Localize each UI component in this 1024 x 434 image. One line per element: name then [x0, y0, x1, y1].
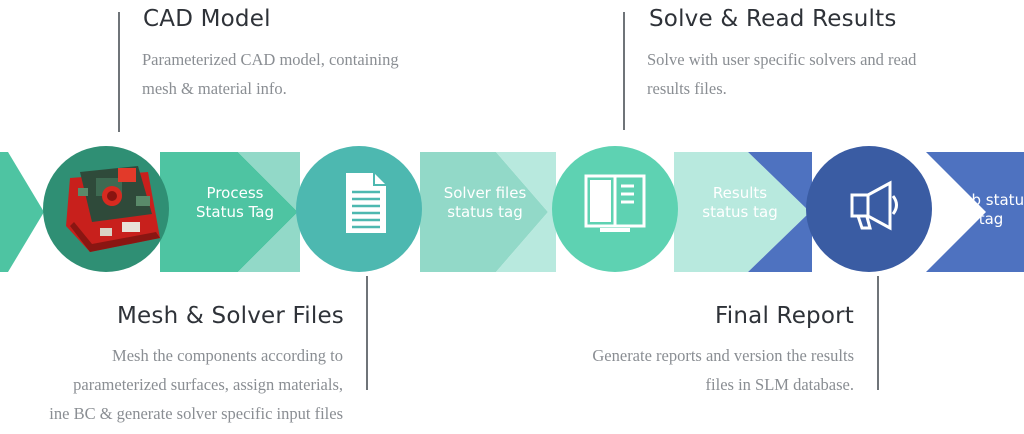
stage-title-cad-model: CAD Model: [143, 6, 271, 32]
connector-line-final-report: [877, 276, 879, 390]
status-tag-results: Results status tag: [702, 184, 778, 221]
arrow-segment-2: [160, 152, 298, 272]
stage-desc-final-report: Generate reports and version the results…: [592, 346, 854, 394]
status-tag-solver-files: Solver files status tag: [443, 184, 527, 221]
arrow-tip: [1014, 152, 1024, 272]
arrow-segment-5: [496, 152, 556, 272]
connector-line-solve-read: [623, 12, 625, 130]
open-book-icon: [584, 174, 646, 232]
arrow-segment-6: [674, 152, 810, 272]
arrow-segment-7: [748, 152, 812, 272]
arrow-segment-4: [420, 152, 548, 272]
megaphone-icon: [850, 180, 898, 231]
stage-title-solve-read: Solve & Read Results: [649, 6, 897, 32]
status-tag-process: Process Status Tag: [196, 184, 274, 221]
stage-desc-cad-model: Parameterized CAD model, containing mesh…: [142, 50, 399, 98]
arrow-segment-8: [926, 152, 1024, 272]
connector-line-cad-model: [118, 12, 120, 132]
document-icon: [346, 173, 386, 233]
connector-line-mesh-solver: [366, 276, 368, 390]
stage-title-final-report: Final Report: [715, 303, 854, 329]
stage-title-mesh-solver: Mesh & Solver Files: [117, 303, 344, 329]
status-tag-job: Job statu tag: [957, 191, 1024, 228]
cad-model-image-icon: [66, 166, 160, 252]
arrow-segment-1: [0, 152, 44, 272]
arrow-segment-3: [238, 152, 300, 272]
stage-desc-solve-read: Solve with user specific solvers and rea…: [647, 50, 917, 98]
stage-desc-mesh-solver: Mesh the components according to paramet…: [49, 346, 343, 423]
